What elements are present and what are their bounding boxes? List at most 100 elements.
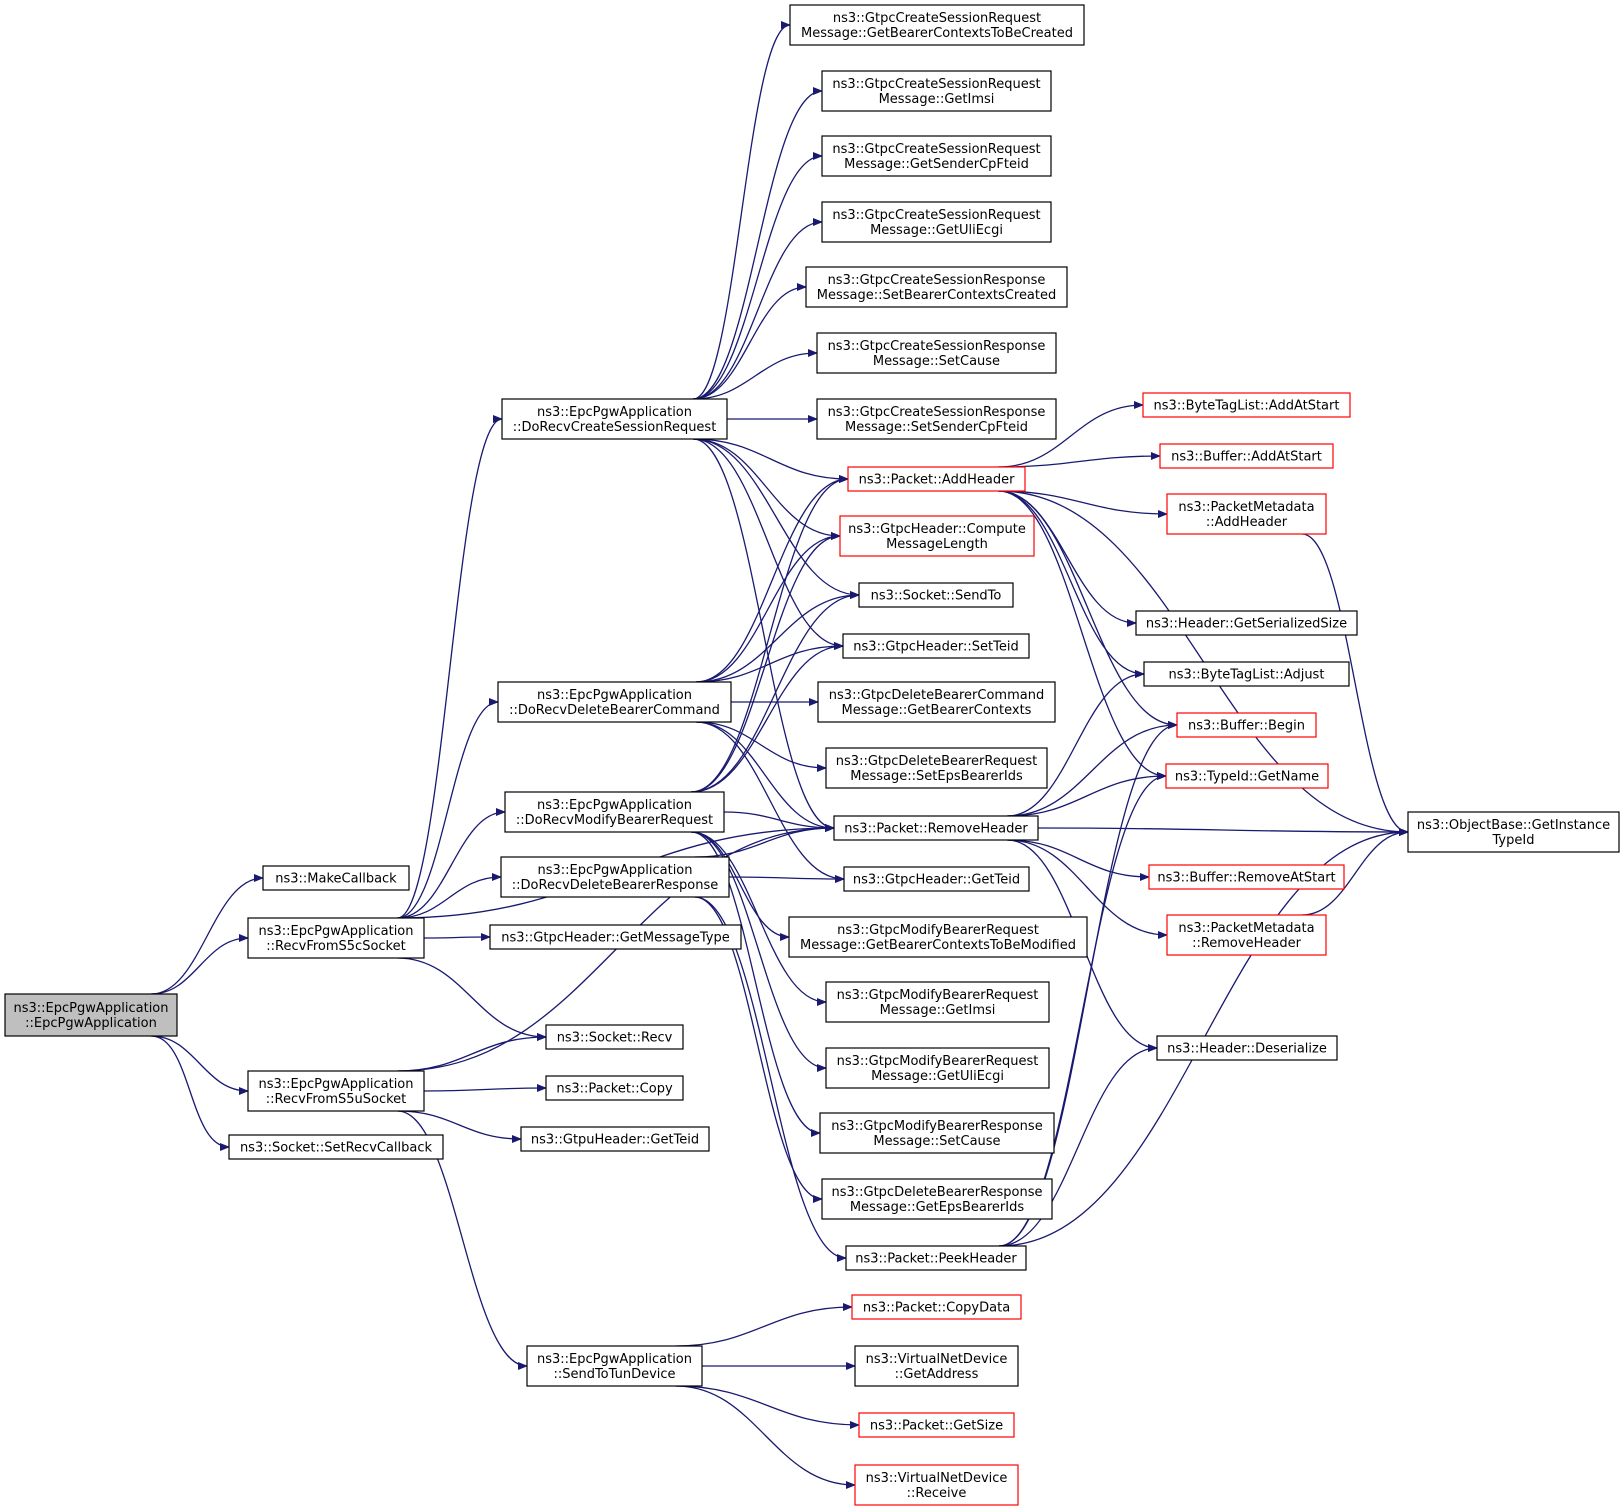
call-edge-dodelresp-to-peekheader [694,896,847,1262]
call-edge-removeheader-to-btl_adjust [1007,670,1145,817]
graph-node-vnd_getaddr[interactable]: ns3::VirtualNetDevice::GetAddress [854,1345,1019,1387]
graph-node-btl_addatstart[interactable]: ns3::ByteTagList::AddAtStart [1142,392,1351,418]
call-edge-docreate-to-csresp_setcause [693,349,818,400]
node-label: Message::SetBearerContextsCreated [817,288,1057,303]
call-edge-peekheader-to-typeid_getname [998,772,1167,1247]
graph-node-mbr_getbearer[interactable]: ns3::GtpcModifyBearerRequestMessage::Get… [788,916,1088,958]
node-label: ns3::ByteTagList::Adjust [1169,668,1325,683]
node-label: ns3::EpcPgwApplication [258,1077,413,1092]
node-box [825,981,1050,1023]
graph-node-getteid[interactable]: ns3::GtpcHeader::GetTeid [843,866,1030,892]
call-edge-domodify-to-addheader [691,475,849,793]
graph-node-pktcopy[interactable]: ns3::Packet::Copy [545,1075,684,1101]
node-box [1143,661,1350,687]
graph-node-mbresp_setcause[interactable]: ns3::GtpcModifyBearerResponseMessage::Se… [819,1112,1055,1154]
graph-node-copydata[interactable]: ns3::Packet::CopyData [851,1294,1022,1320]
graph-node-mbr_getimsi[interactable]: ns3::GtpcModifyBearerRequestMessage::Get… [825,981,1050,1023]
graph-node-dodelresp[interactable]: ns3::EpcPgwApplication::DoRecvDeleteBear… [500,856,730,898]
node-box [1176,712,1317,738]
node-box [1156,1035,1338,1061]
node-label: TypeId [1492,833,1535,848]
graph-node-csresp_setcause[interactable]: ns3::GtpcCreateSessionResponseMessage::S… [816,332,1057,374]
graph-node-sendtun[interactable]: ns3::EpcPgwApplication::SendToTunDevice [526,1345,703,1387]
graph-node-csr_getimsi[interactable]: ns3::GtpcCreateSessionRequestMessage::Ge… [821,70,1052,112]
graph-node-vnd_receive[interactable]: ns3::VirtualNetDevice::Receive [854,1464,1019,1506]
graph-node-docreate[interactable]: ns3::EpcPgwApplication::DoRecvCreateSess… [501,398,728,440]
graph-node-dbr_seteps[interactable]: ns3::GtpcDeleteBearerRequestMessage::Set… [825,747,1048,789]
node-label: ns3::TypeId::GetName [1175,770,1319,785]
edge-layer [151,21,1409,1489]
call-edge-recvs5c-to-domodify [397,808,506,919]
graph-node-csr_getuli[interactable]: ns3::GtpcCreateSessionRequestMessage::Ge… [821,201,1052,243]
graph-node-addheader[interactable]: ns3::Packet::AddHeader [847,466,1026,492]
graph-node-pm_removeheader[interactable]: ns3::PacketMetadata::RemoveHeader [1166,914,1327,956]
graph-node-dbresp_geteps[interactable]: ns3::GtpcDeleteBearerResponseMessage::Ge… [821,1178,1053,1220]
node-label: ::AddHeader [1206,515,1288,530]
call-edge-root-to-setrecvcb [151,1035,230,1151]
graph-node-setrecvcb[interactable]: ns3::Socket::SetRecvCallback [228,1134,444,1160]
call-edge-dodelcmd-to-sendto [696,591,860,683]
graph-node-csresp_setbearer[interactable]: ns3::GtpcCreateSessionResponseMessage::S… [805,266,1068,308]
node-label: ::RecvFromS5uSocket [266,1092,407,1107]
call-edge-addheader-to-getserialized [998,490,1137,627]
graph-node-removeheader[interactable]: ns3::Packet::RemoveHeader [833,815,1039,841]
node-box [821,70,1052,112]
graph-node-peekheader[interactable]: ns3::Packet::PeekHeader [845,1245,1027,1271]
node-box [858,1412,1015,1438]
call-edge-addheader-to-typeid_getname [998,490,1167,780]
node-box [1159,443,1334,469]
graph-node-dodelcmd[interactable]: ns3::EpcPgwApplication::DoRecvDeleteBear… [497,681,732,723]
node-label: ns3::GtpcCreateSessionRequest [832,208,1040,223]
node-label: ::GetAddress [895,1367,979,1382]
node-label: ns3::GtpcHeader::GetMessageType [501,931,729,946]
graph-node-csresp_setsender[interactable]: ns3::GtpcCreateSessionResponseMessage::S… [816,398,1057,440]
graph-node-sockrecv[interactable]: ns3::Socket::Recv [545,1024,684,1050]
graph-node-mbr_getuli[interactable]: ns3::GtpcModifyBearerRequestMessage::Get… [825,1047,1050,1089]
graph-node-sendto[interactable]: ns3::Socket::SendTo [858,582,1014,608]
graph-node-buf_addatstart[interactable]: ns3::Buffer::AddAtStart [1159,443,1334,469]
graph-node-getserialized[interactable]: ns3::Header::GetSerializedSize [1135,610,1358,636]
node-label: Message::SetCause [873,1134,1000,1149]
graph-node-makecallback[interactable]: ns3::MakeCallback [262,865,410,891]
graph-node-csr_getsender[interactable]: ns3::GtpcCreateSessionRequestMessage::Ge… [821,135,1052,177]
graph-node-pm_addheader[interactable]: ns3::PacketMetadata::AddHeader [1166,493,1327,535]
node-label: ns3::Packet::GetSize [870,1419,1003,1434]
node-box [847,466,1026,492]
call-edge-domodify-to-mbr_getuli [691,831,827,1072]
node-label: ns3::GtpcCreateSessionResponse [828,339,1046,354]
call-edge-addheader-to-pm_addheader [998,490,1168,518]
graph-node-btl_adjust[interactable]: ns3::ByteTagList::Adjust [1143,661,1350,687]
graph-node-gtpugetteid[interactable]: ns3::GtpuHeader::GetTeid [520,1126,710,1152]
node-box [1148,864,1345,890]
graph-node-buf_begin[interactable]: ns3::Buffer::Begin [1176,712,1317,738]
node-label: ns3::EpcPgwApplication [537,1352,692,1367]
call-edge-dodelcmd-to-removeheader [696,721,835,832]
call-edge-recvs5u-to-sockrecv [397,1033,547,1072]
node-label: ns3::GtpcDeleteBearerResponse [831,1185,1042,1200]
graph-node-typeid_getname[interactable]: ns3::TypeId::GetName [1165,763,1329,789]
node-label: ::RemoveHeader [1192,936,1302,951]
graph-node-hdr_deserialize[interactable]: ns3::Header::Deserialize [1156,1035,1338,1061]
graph-node-csr_getbearer[interactable]: ns3::GtpcCreateSessionRequestMessage::Ge… [789,4,1085,46]
call-edge-docreate-to-csresp_setbearer [693,283,807,400]
graph-node-root[interactable]: ns3::EpcPgwApplication::EpcPgwApplicatio… [4,993,178,1037]
graph-node-setteid[interactable]: ns3::GtpcHeader::SetTeid [842,633,1030,659]
graph-node-recvs5c[interactable]: ns3::EpcPgwApplication::RecvFromS5cSocke… [247,917,425,959]
node-label: ns3::Header::GetSerializedSize [1146,617,1347,632]
node-box [839,515,1035,557]
node-box [788,916,1088,958]
graph-node-domodify[interactable]: ns3::EpcPgwApplication::DoRecvModifyBear… [504,791,725,833]
node-label: ::DoRecvDeleteBearerResponse [512,878,718,893]
node-box [845,1245,1027,1271]
node-label: Message::SetCause [873,354,1000,369]
call-edge-docreate-to-csr_getsender [693,152,823,400]
node-label: ns3::GtpcCreateSessionRequest [833,11,1041,26]
graph-node-recvs5u[interactable]: ns3::EpcPgwApplication::RecvFromS5uSocke… [247,1070,425,1112]
graph-node-getsize[interactable]: ns3::Packet::GetSize [858,1412,1015,1438]
graph-node-buf_removeatstart[interactable]: ns3::Buffer::RemoveAtStart [1148,864,1345,890]
graph-node-dbc_getbearer[interactable]: ns3::GtpcDeleteBearerCommandMessage::Get… [817,681,1056,723]
graph-node-getmsgtype[interactable]: ns3::GtpcHeader::GetMessageType [489,924,742,950]
node-label: ::EpcPgwApplication [25,1016,157,1031]
